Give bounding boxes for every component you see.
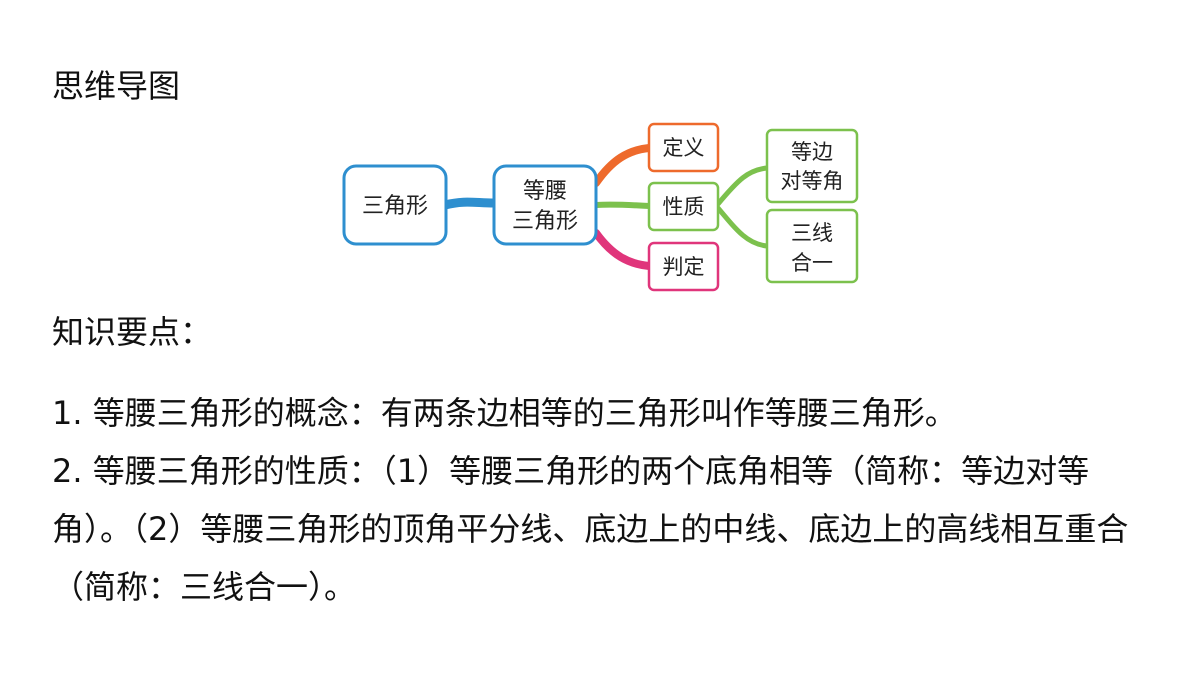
node-property-equal-sides: 等边 对等角 [765, 128, 859, 204]
node-root: 三角形 [342, 164, 448, 246]
node-property-equal-sides-line2: 对等角 [781, 169, 844, 193]
connector-center-property [593, 201, 652, 209]
node-property-equal-sides-line1: 等边 [791, 140, 833, 164]
node-definition: 定义 [647, 122, 720, 173]
connector-center-judgment [592, 229, 653, 270]
node-root-label: 三角形 [362, 194, 428, 219]
node-center-label-line2: 三角形 [512, 209, 578, 234]
connector-property-prop1 [715, 165, 770, 207]
node-center: 等腰 三角形 [492, 164, 598, 246]
connector-property-prop2 [715, 205, 770, 249]
connector-center-definition [592, 144, 653, 187]
node-center-label-line1: 等腰 [523, 179, 567, 204]
section-title-mindmap: 思维导图 [52, 67, 181, 105]
node-property-label: 性质 [663, 195, 705, 219]
section-title-key-points: 知识要点： [52, 313, 213, 351]
node-property: 性质 [647, 181, 720, 232]
node-judgment: 判定 [647, 241, 720, 292]
connector-root-center [440, 197, 499, 210]
key-point-1: 1. 等腰三角形的概念：有两条边相等的三角形叫作等腰三角形。 [52, 394, 957, 432]
node-property-three-lines-line2: 合一 [791, 251, 833, 275]
key-points-list: 1. 等腰三角形的概念：有两条边相等的三角形叫作等腰三角形。 2. 等腰三角形的… [52, 384, 1152, 616]
node-judgment-label: 判定 [663, 255, 705, 279]
node-property-three-lines: 三线 合一 [765, 208, 859, 284]
key-point-2: 2. 等腰三角形的性质：（1）等腰三角形的两个底角相等（简称：等边对等角）。（2… [52, 452, 1129, 606]
node-definition-label: 定义 [663, 136, 705, 160]
node-property-three-lines-line1: 三线 [791, 221, 833, 245]
